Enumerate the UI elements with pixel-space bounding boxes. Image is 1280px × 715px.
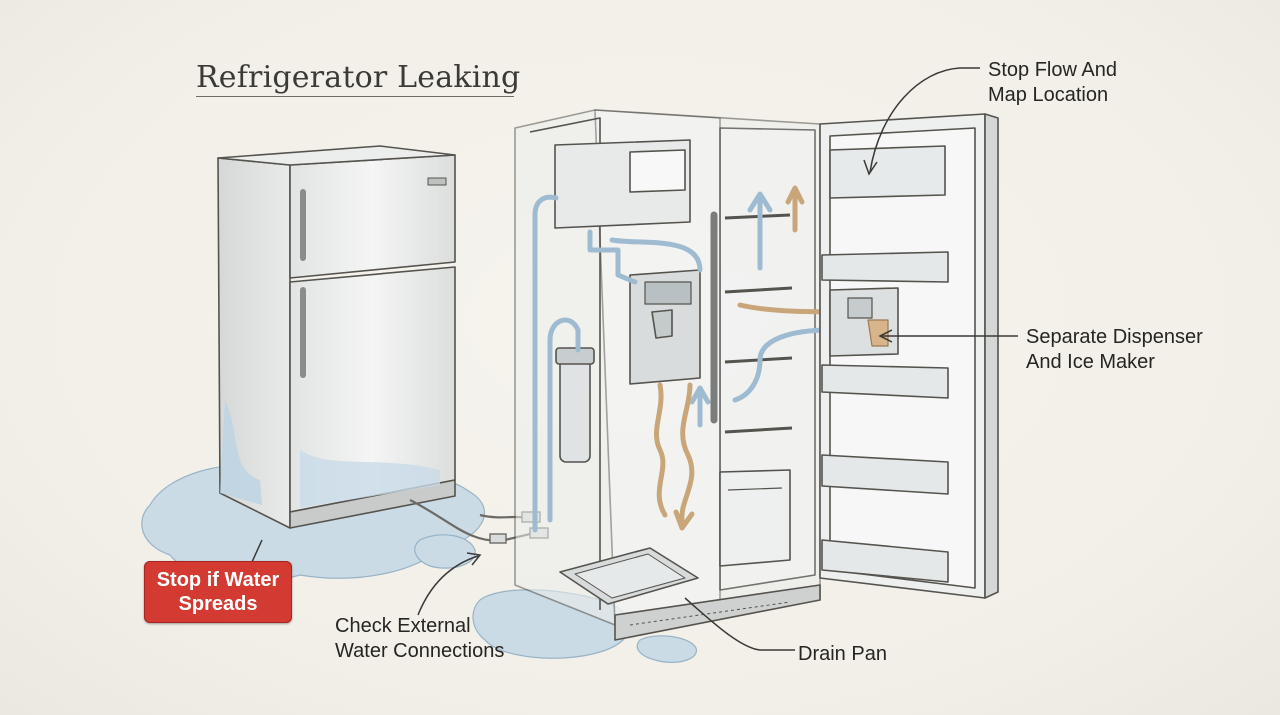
- callout-external-text: Check External Water Connections: [335, 615, 505, 662]
- stop-alert-text: Stop if Water Spreads: [156, 569, 280, 615]
- callout-separate-text: Separate Dispenser And Ice Maker: [1026, 326, 1203, 373]
- page-title: Refrigerator Leaking: [196, 60, 521, 95]
- open-fridge-door: [819, 113, 999, 599]
- left-refrigerator: [217, 145, 456, 529]
- callout-external-connections: Check External Water Connections: [335, 614, 504, 664]
- stop-alert-badge: Stop if Water Spreads: [144, 561, 292, 623]
- callout-drain-pan: Drain Pan: [798, 642, 887, 667]
- title-underline: [196, 96, 514, 97]
- side-by-side-refrigerator: [514, 109, 821, 641]
- callout-drain-pan-text: Drain Pan: [798, 643, 887, 665]
- callout-stop-flow: Stop Flow And Map Location: [988, 58, 1117, 108]
- callout-separate-dispenser: Separate Dispenser And Ice Maker: [1026, 325, 1203, 375]
- leader-lines: [251, 67, 1018, 651]
- callout-stop-flow-text: Stop Flow And Map Location: [988, 59, 1117, 106]
- water-lines: [532, 191, 853, 533]
